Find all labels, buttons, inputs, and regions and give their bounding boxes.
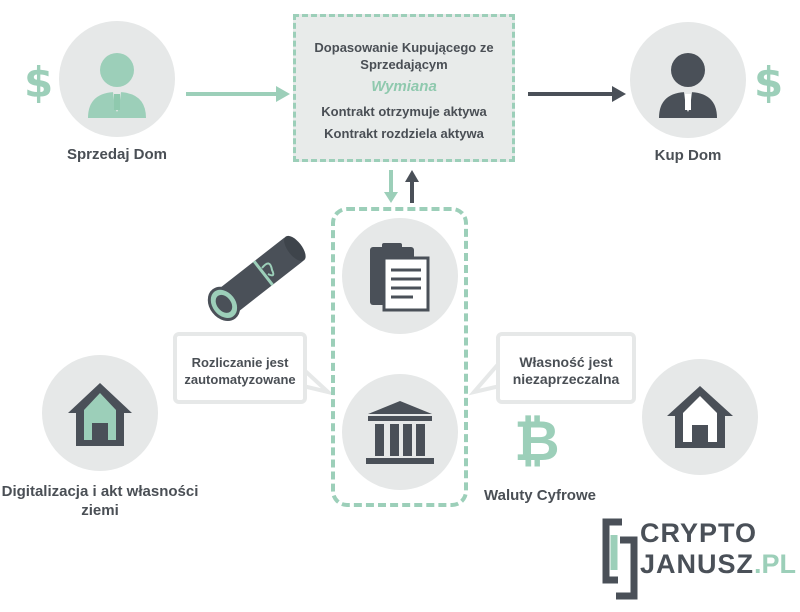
bubble-ownership-text: Własność jest niezaprzeczalna: [512, 354, 620, 387]
seller-person-icon: [88, 53, 146, 118]
dollar-icon-left: $: [24, 58, 54, 107]
logo-suffix: .PL: [754, 549, 797, 579]
arrow-up-from-contract: [405, 170, 419, 203]
exchange-line-matching: Dopasowanie Kupującego ze Sprzedającym: [314, 40, 494, 72]
logo: CRYPTO JANUSZ.PL: [640, 518, 796, 585]
bubble-ownership: Własność jest niezaprzeczalna: [496, 332, 636, 404]
logo-line-crypto: CRYPTO: [640, 518, 758, 548]
bubble-automated-settlement: Rozliczanie jest zautomatyzowane: [173, 332, 307, 404]
arrow-down-to-contract: [384, 170, 398, 203]
clipboard-icon: [370, 243, 430, 312]
buyer-person-icon: [659, 53, 717, 118]
contract-container: [331, 207, 468, 507]
exchange-title: Wymiana: [371, 78, 437, 95]
bitcoin-icon: ₿: [514, 409, 560, 474]
exchange-line-receives: Kontrakt otrzymuje aktywa: [321, 104, 487, 119]
crypto-label: Waluty Cyfrowe: [484, 487, 596, 504]
logo-mark-icon: [602, 518, 638, 600]
seller-label: Sprzedaj Dom: [66, 146, 168, 163]
logo-line-janusz-row: JANUSZ.PL: [640, 548, 796, 585]
land-label: Digitalizacja i akt własności ziemi: [1, 483, 199, 519]
arrow-exchange-to-buyer: [528, 86, 626, 102]
buyer-label: Kup Dom: [654, 147, 722, 164]
house-icon-crypto: [667, 386, 733, 448]
exchange-line-distributes: Kontrakt rozdziela aktywa: [324, 126, 484, 141]
arrow-seller-to-exchange: [186, 86, 290, 102]
logo-line-janusz: JANUSZ: [640, 549, 755, 579]
scroll-icon: [207, 235, 306, 321]
exchange-box: Dopasowanie Kupującego ze Sprzedającym W…: [293, 14, 515, 162]
bank-icon: [366, 401, 434, 464]
bubble-automated-text: Rozliczanie jest zautomatyzowane: [184, 355, 296, 387]
house-icon-land: [68, 383, 132, 446]
dollar-icon-right: $: [754, 58, 784, 107]
